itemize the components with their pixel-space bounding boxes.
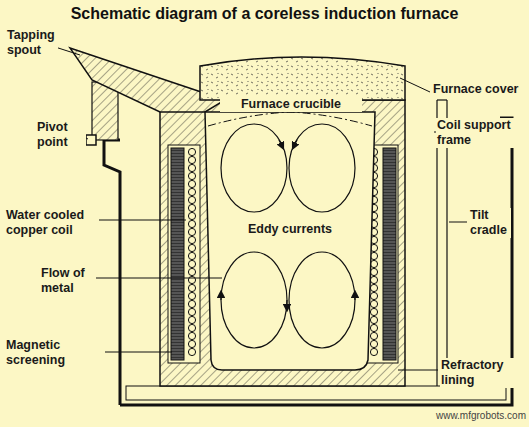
coil-turn: [188, 300, 195, 307]
coil-turn: [370, 340, 377, 347]
part-label: Coil support frame: [436, 118, 526, 148]
support-frame: [437, 99, 447, 100]
coil-turn: [188, 244, 195, 251]
coil-turn: [188, 164, 195, 171]
part-label: Furnace cover: [432, 82, 524, 97]
coil-turn: [188, 316, 195, 323]
title: Schematic diagram of a coreless inductio…: [0, 5, 529, 23]
coil-turn: [188, 252, 195, 259]
coil-turn: [370, 268, 377, 275]
part-label: Pivot point: [36, 120, 86, 150]
coil-turn: [188, 292, 195, 299]
eddy-loop: [221, 124, 355, 348]
coil-turn: [188, 332, 195, 339]
part-label: Eddy currents: [234, 222, 346, 237]
part-label: Refractory lining: [440, 358, 522, 388]
coil-slot: [168, 145, 200, 363]
refractory-lining: [160, 100, 405, 386]
coil-turn: [188, 236, 195, 243]
coil-turn: [188, 260, 195, 267]
coil-turn: [188, 308, 195, 315]
coil-turn: [370, 284, 377, 291]
coil-turn: [370, 292, 377, 299]
part-label: Tapping spout: [6, 28, 58, 58]
pivot: [86, 135, 96, 145]
coil-turn: [370, 348, 377, 355]
coil-turn: [188, 188, 195, 195]
coil-turn: [188, 284, 195, 291]
base-plate: [126, 386, 506, 400]
tilt-cradle: [104, 140, 120, 405]
crucible-cavity: [205, 112, 375, 370]
melt-surface: [208, 112, 372, 126]
coil-turn: [188, 220, 195, 227]
leader-line: [52, 46, 467, 370]
coil-turn: [188, 196, 195, 203]
coil-turn: [188, 156, 195, 163]
coil-turn: [188, 212, 195, 219]
coil-turn: [370, 332, 377, 339]
watermark: www.mfgrobots.com: [417, 410, 527, 422]
coil-turn: [370, 316, 377, 323]
part-label: Furnace crucible: [220, 97, 362, 112]
coil-turn: [370, 300, 377, 307]
magnetic-screening: [383, 148, 396, 360]
part-label: Magnetic screening: [5, 338, 105, 368]
coil-turn: [188, 180, 195, 187]
coil-turn: [188, 348, 195, 355]
coil-turn: [188, 340, 195, 347]
furnace-cover: [200, 57, 405, 100]
part-label: Water cooled copper coil: [5, 208, 99, 238]
coil-turn: [188, 324, 195, 331]
coil-turn: [188, 276, 195, 283]
coil-turn: [370, 308, 377, 315]
coil-turn: [188, 148, 195, 155]
coil-turn: [370, 276, 377, 283]
coil-turn: [188, 228, 195, 235]
coil-turn: [370, 324, 377, 331]
coil-turn: [188, 268, 195, 275]
magnetic-screening: [171, 148, 184, 360]
coil-turn: [188, 204, 195, 211]
part-label: Tilt cradle: [469, 208, 511, 238]
coil-turn: [188, 172, 195, 179]
part-label: Flow of metal: [40, 266, 96, 296]
